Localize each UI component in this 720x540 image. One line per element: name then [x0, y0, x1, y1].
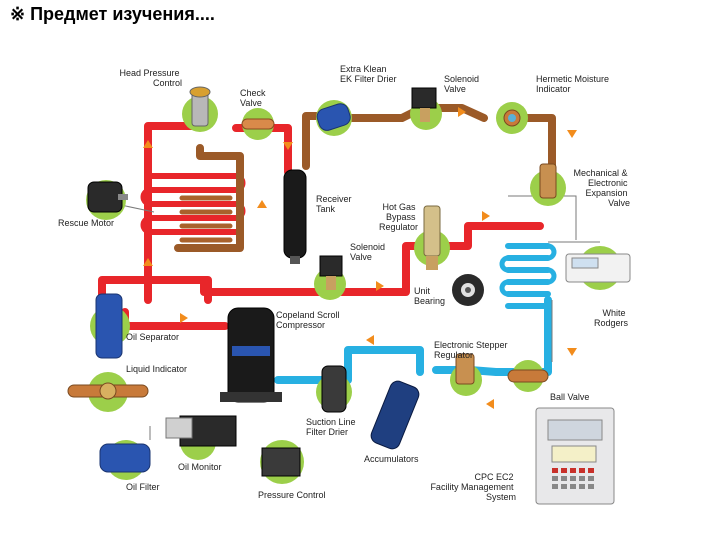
arrow-up-icon — [143, 258, 153, 266]
evaporator-coil — [499, 243, 557, 309]
label-extra-klean: Extra Klean EK Filter Drier — [340, 64, 397, 84]
check-valve — [241, 108, 275, 140]
solenoid-valve-top — [410, 87, 442, 130]
label-oil-monitor: Oil Monitor — [178, 462, 222, 472]
components — [67, 86, 631, 505]
condenser-coil-inner — [179, 195, 233, 243]
label-liquid-indicator: Liquid Indicator — [126, 364, 187, 374]
cpc-ec2-panel — [535, 407, 615, 505]
expansion-valve — [530, 163, 566, 206]
oil-separator — [90, 293, 130, 359]
arrow-left-icon — [366, 335, 374, 345]
label-head-pressure-control: Head Pressure Control — [119, 68, 182, 88]
arrow-up-icon — [143, 140, 153, 148]
label-check-valve: Check Valve — [240, 88, 268, 108]
rescue-motor — [86, 180, 128, 220]
arrow-right-icon — [180, 313, 188, 323]
liquid-indicator — [67, 372, 149, 412]
label-cpc-ec2: CPC EC2 Facility Management System — [430, 472, 516, 502]
arrow-down-icon — [567, 130, 577, 138]
condenser-to-receiver — [174, 144, 244, 252]
label-hot-gas-bypass: Hot Gas Bypass Regulator — [379, 202, 418, 232]
scroll-compressor — [220, 307, 282, 403]
hot-gas-bypass-line — [200, 222, 544, 296]
label-copeland-scroll: Copeland Scroll Compressor — [276, 310, 342, 330]
page-title: ※ Предмет изучения.... — [10, 4, 215, 24]
arrow-right-icon — [458, 107, 466, 117]
label-solenoid-valve-mid: Solenoid Valve — [350, 242, 388, 262]
label-pressure-control: Pressure Control — [258, 490, 326, 500]
flow-arrows — [101, 107, 577, 409]
label-rescue-motor: Rescue Motor — [58, 218, 114, 228]
component-labels: Head Pressure Control Check Valve Extra … — [58, 64, 630, 502]
label-expansion-valve: Mechanical & Electronic Expansion Valve — [573, 168, 630, 208]
hermetic-moisture-indicator — [496, 102, 528, 134]
label-suction-line-filter: Suction Line Filter Drier — [306, 417, 358, 437]
label-hermetic-moisture: Hermetic Moisture Indicator — [536, 74, 612, 94]
ek-filter-drier — [316, 100, 352, 136]
white-rodgers-control — [565, 246, 631, 290]
arrow-up-icon — [257, 200, 267, 208]
label-solenoid-valve-top: Solenoid Valve — [444, 74, 482, 94]
label-white-rodgers: White Rodgers — [594, 308, 629, 328]
arrow-right-icon — [376, 281, 384, 291]
top-liquid-line — [516, 114, 556, 176]
receiver-up-line — [302, 112, 320, 170]
label-accumulators: Accumulators — [364, 454, 419, 464]
electronic-stepper-regulator — [450, 353, 482, 396]
oil-monitor — [165, 415, 237, 460]
label-electronic-stepper: Electronic Stepper Regulator — [434, 340, 510, 360]
hot-gas-discharge-line — [121, 308, 229, 330]
oil-filter — [99, 440, 151, 480]
arrow-down-icon — [567, 348, 577, 356]
suction-line-filter-drier — [316, 365, 352, 413]
suction-return-line — [274, 346, 424, 384]
receiver-tank — [283, 169, 307, 264]
arrow-left-icon — [486, 399, 494, 409]
pressure-control — [260, 440, 304, 484]
hot-gas-lines — [98, 108, 544, 330]
hot-gas-bypass-regulator — [414, 205, 450, 270]
arrow-down-icon — [283, 142, 293, 150]
label-oil-separator: Oil Separator — [126, 332, 179, 342]
head-pressure-control — [182, 86, 218, 132]
accumulators — [370, 380, 420, 450]
label-ball-valve: Ball Valve — [550, 392, 589, 402]
ball-valve — [507, 360, 549, 392]
label-oil-filter: Oil Filter — [126, 482, 160, 492]
label-receiver-tank: Receiver Tank — [316, 194, 354, 214]
arrow-right-icon — [482, 211, 490, 221]
label-unit-bearing: Unit Bearing — [414, 286, 445, 306]
unit-bearing — [452, 274, 484, 306]
solenoid-valve-mid — [314, 255, 346, 300]
